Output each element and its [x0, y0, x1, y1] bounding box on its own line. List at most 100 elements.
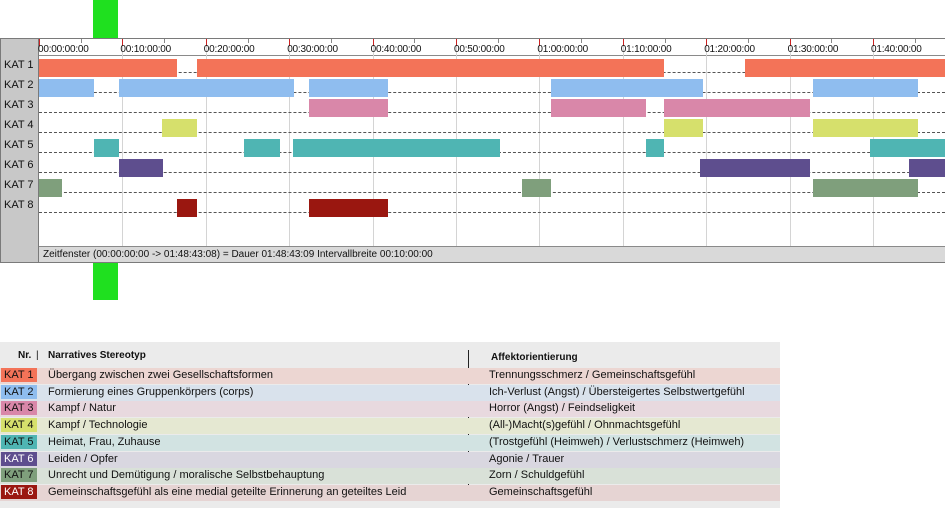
- interval-gridline: [289, 39, 291, 246]
- segment-bar-kat-4[interactable]: [663, 119, 703, 137]
- stereotyp-text: Kampf / Natur: [48, 402, 116, 415]
- segment-bar-kat-6[interactable]: [908, 159, 945, 177]
- time-tick: [539, 39, 541, 46]
- time-label: 00:30:00:00: [287, 44, 338, 55]
- interval-gridline: [205, 39, 207, 246]
- segment-bar-kat-3[interactable]: [663, 99, 811, 117]
- time-label: 00:40:00:00: [370, 44, 422, 55]
- legend-header-nr: Nr.: [18, 350, 32, 361]
- time-minor-tick: [330, 39, 332, 43]
- segment-bar-kat-4[interactable]: [162, 119, 197, 137]
- segment-bar-kat-1[interactable]: [744, 59, 945, 77]
- legend-row: KAT 7 Unrecht und Demütigung / moralische…: [0, 468, 780, 485]
- segment-bar-kat-5[interactable]: [293, 139, 501, 157]
- stereotyp-text: Gemeinschaftsgefühl als eine medial gete…: [48, 485, 407, 498]
- legend-row: KAT 6 Leiden / Opfer Agonie / Trauer: [0, 451, 780, 468]
- time-minor-tick: [80, 39, 82, 43]
- segment-bar-kat-3[interactable]: [551, 99, 647, 117]
- time-label: 01:00:00:00: [537, 44, 589, 55]
- row-label: KAT 4: [4, 119, 34, 131]
- time-label: 00:50:00:00: [454, 44, 505, 55]
- time-label: 01:30:00:00: [787, 44, 839, 55]
- time-scale-border: [39, 55, 945, 56]
- segment-bar-kat-2[interactable]: [309, 79, 389, 97]
- segment-bar-kat-4[interactable]: [812, 119, 919, 137]
- time-label: 01:20:00:00: [704, 44, 755, 55]
- stereotyp-text: Heimat, Frau, Zuhause: [48, 435, 161, 448]
- interval-gridline: [789, 39, 791, 246]
- affekt-text: Agonie / Trauer: [489, 452, 565, 465]
- segment-bar-kat-2[interactable]: [812, 79, 919, 97]
- segment-bar-kat-8[interactable]: [309, 199, 389, 217]
- category-swatch: KAT 8: [1, 484, 37, 499]
- segment-bar-kat-2[interactable]: [39, 79, 95, 97]
- legend-table: Nr. | Narratives Stereotyp Affektorienti…: [0, 342, 780, 508]
- category-swatch: KAT 1: [1, 368, 37, 382]
- time-tick: [289, 39, 291, 46]
- time-minor-tick: [164, 39, 166, 43]
- interval-gridline: [622, 39, 624, 246]
- category-swatch: KAT 6: [1, 451, 37, 466]
- category-swatch: KAT 7: [1, 468, 37, 483]
- row-guideline: [39, 112, 945, 113]
- timeline-plot[interactable]: 00:00:00:00 00:10:00:00 00:20:00:00 00:30:0…: [38, 39, 945, 262]
- segment-bar-kat-7[interactable]: [39, 179, 62, 197]
- time-tick: [39, 39, 40, 46]
- time-minor-tick: [497, 39, 499, 43]
- interval-gridline: [706, 39, 708, 246]
- category-swatch: KAT 3: [1, 401, 37, 416]
- time-minor-tick: [414, 39, 416, 43]
- segment-bar-kat-7[interactable]: [812, 179, 919, 197]
- row-label: KAT 7: [4, 179, 34, 191]
- time-label: 00:20:00:00: [203, 44, 255, 55]
- legend-row: KAT 8 Gemeinschaftsgefühl als eine medial…: [0, 484, 780, 501]
- segment-bar-kat-5[interactable]: [869, 139, 945, 157]
- category-swatch: KAT 5: [1, 434, 37, 449]
- time-tick: [205, 39, 207, 46]
- time-label: 00:10:00:00: [120, 44, 172, 55]
- segment-bar-kat-7[interactable]: [521, 179, 552, 197]
- row-label: KAT 8: [4, 199, 34, 211]
- time-label: 00:00:00:00: [38, 44, 89, 55]
- row-guideline: [39, 132, 945, 133]
- segment-bar-kat-3[interactable]: [309, 99, 389, 117]
- time-tick: [789, 39, 791, 46]
- segment-bar-kat-1[interactable]: [197, 59, 665, 77]
- row-label: KAT 1: [4, 59, 34, 71]
- affekt-text: Gemeinschaftsgefühl: [489, 485, 593, 498]
- time-tick: [372, 39, 374, 46]
- segment-bar-kat-8[interactable]: [176, 199, 198, 217]
- affekt-text: Trennungsschmerz / Gemeinschaftsgefühl: [489, 369, 696, 381]
- stereotyp-text: Leiden / Opfer: [48, 452, 118, 465]
- stereotyp-text: Unrecht und Demütigung / moralische Selb…: [48, 469, 325, 482]
- segment-bar-kat-2[interactable]: [119, 79, 295, 97]
- interval-gridline: [122, 39, 124, 246]
- segment-bar-kat-6[interactable]: [699, 159, 811, 177]
- segment-bar-kat-5[interactable]: [646, 139, 664, 157]
- time-tick: [456, 39, 457, 46]
- segment-bar-kat-6[interactable]: [119, 159, 164, 177]
- time-minor-tick: [914, 39, 916, 43]
- row-label: KAT 3: [4, 99, 34, 111]
- row-guideline: [39, 92, 945, 93]
- segment-bar-kat-1[interactable]: [39, 59, 177, 77]
- category-swatch: KAT 4: [1, 418, 37, 433]
- time-tick: [873, 39, 874, 46]
- category-swatch: KAT 2: [1, 384, 37, 399]
- row-label: KAT 6: [4, 159, 34, 171]
- row-label: KAT 5: [4, 139, 34, 151]
- legend-row: KAT 3 Kampf / Natur Horror (Angst) / Feind…: [0, 401, 780, 418]
- affekt-text: Horror (Angst) / Feindseligkeit: [489, 402, 636, 415]
- legend-header-stereotyp: Narratives Stereotyp: [48, 350, 146, 361]
- green-marker-bottom: [93, 263, 118, 300]
- legend-header-affekt: Affektorientierung: [491, 352, 578, 363]
- time-minor-tick: [664, 39, 666, 43]
- segment-bar-kat-2[interactable]: [551, 79, 703, 97]
- segment-bar-kat-5[interactable]: [94, 139, 120, 157]
- segment-bar-kat-5[interactable]: [244, 139, 281, 157]
- row-guideline: [39, 172, 945, 173]
